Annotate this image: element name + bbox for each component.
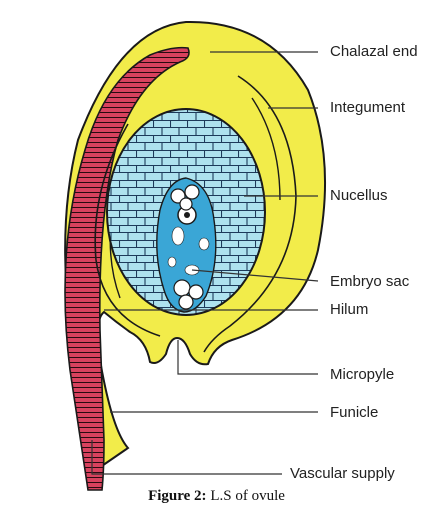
label-nucellus: Nucellus [330,187,388,204]
label-funicle: Funicle [330,404,379,421]
vascular-strand [64,46,190,491]
label-chalazal-end: Chalazal end [330,43,418,60]
inner-integument-line-left [94,123,161,337]
label-integument: Integument [330,99,406,116]
leader-vascular-supply [91,440,282,475]
label-micropyle: Micropyle [330,366,395,383]
antipodal-cells [170,184,200,211]
caption-number: Figure 2: [148,488,207,504]
figure-caption: Figure 2: L.S of ovule [0,488,433,505]
label-embryo-sac: Embryo sac [330,273,410,290]
embryo-sac-vacuoles [167,226,210,276]
caption-text: L.S of ovule [210,488,285,504]
secondary-nucleus-core [184,212,190,218]
inner-integument-line-right2 [251,97,281,201]
leader-micropyle [177,340,318,375]
inner-integument-line-right [203,75,297,353]
label-hilum: Hilum [330,301,369,318]
leader-lines [91,51,319,475]
egg-apparatus [173,279,204,310]
label-vascular-supply: Vascular supply [290,465,395,482]
leader-embryo-sac [191,269,319,282]
embryo-sac [156,177,217,313]
